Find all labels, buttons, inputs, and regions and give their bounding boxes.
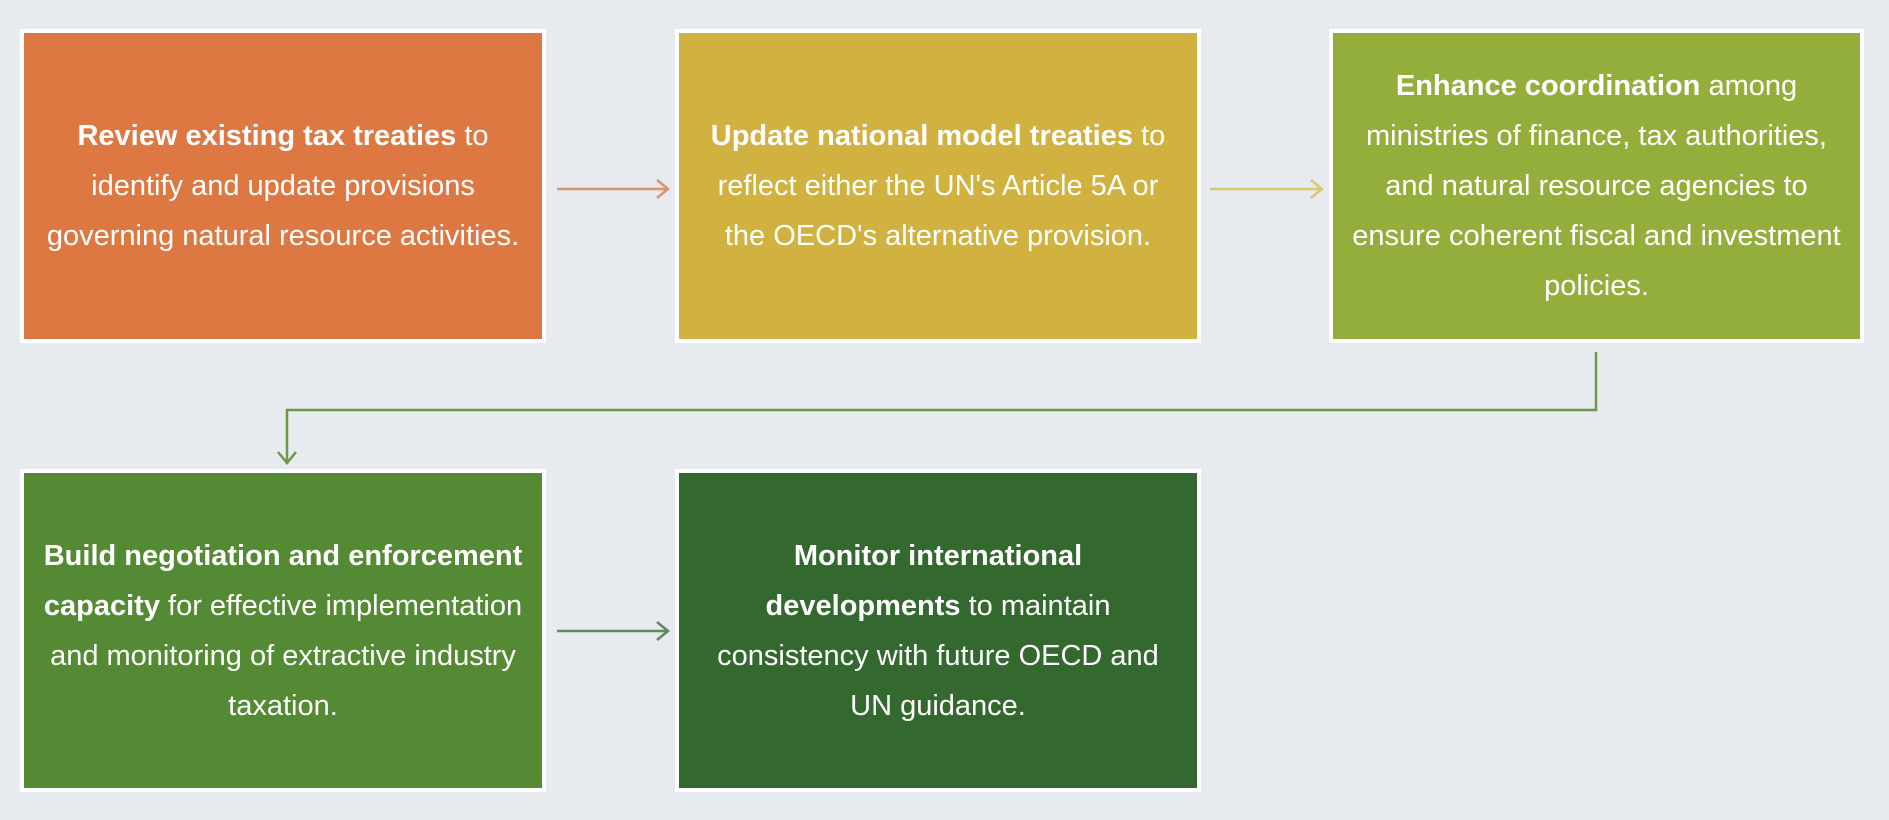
step-2-box: Update national model treaties to reflec… xyxy=(675,29,1201,343)
step-5-box: Monitor international developments to ma… xyxy=(675,469,1201,792)
step-2-text: to reflect either the UN's Article 5A or… xyxy=(717,120,1166,252)
step-1-bold: Review existing tax treaties xyxy=(77,120,457,152)
step-3-text: among ministries of finance, tax authori… xyxy=(1352,70,1841,302)
step-1-text: to identify and update provisions govern… xyxy=(46,120,520,252)
step-4-box: Build negotiation and enforcement capaci… xyxy=(20,469,546,792)
arrow-3-to-4 xyxy=(277,352,1598,465)
step-3-box: Enhance coordination among ministries of… xyxy=(1329,29,1864,343)
step-2-bold: Update national model treaties xyxy=(710,120,1133,152)
step-4-bold: Build negotiation and enforcement capaci… xyxy=(43,539,523,622)
step-5-text: to maintain consistency with future OECD… xyxy=(717,589,1159,722)
arrow-1-to-2 xyxy=(557,179,670,199)
arrow-2-to-3 xyxy=(1210,179,1324,199)
step-4-text: for effective implementation and monitor… xyxy=(50,589,523,722)
step-5-bold: Monitor international developments xyxy=(765,539,1083,622)
step-3-bold: Enhance coordination xyxy=(1395,70,1701,102)
arrow-4-to-5 xyxy=(557,621,670,641)
step-1-box: Review existing tax treaties to identify… xyxy=(20,29,546,343)
